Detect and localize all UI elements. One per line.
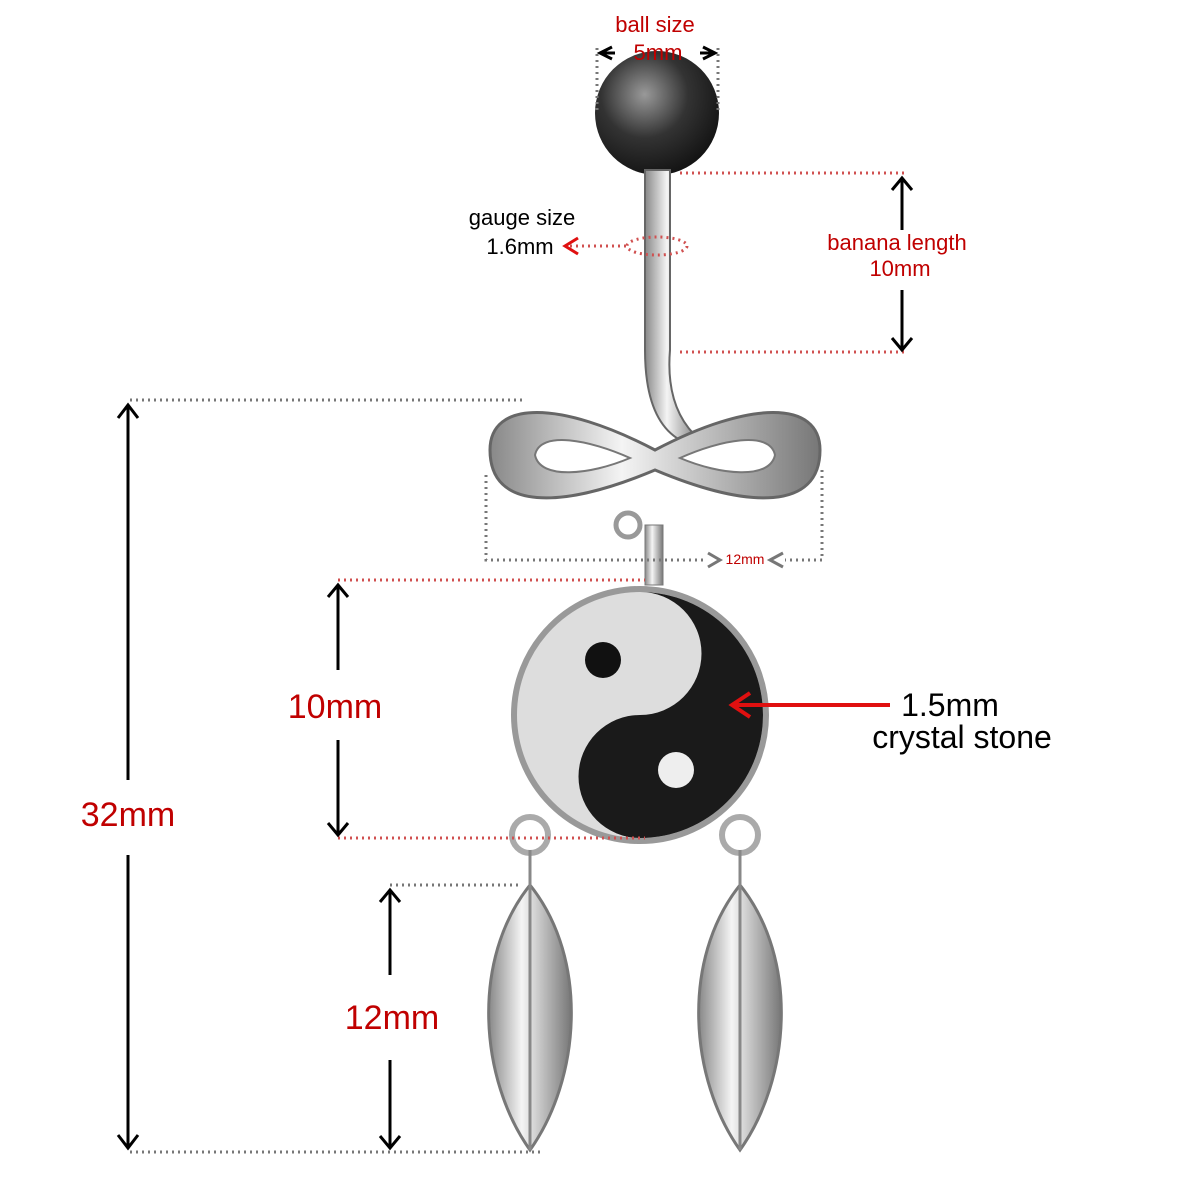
banana-length-value: 10mm: [869, 256, 930, 281]
banana-bar: [644, 169, 703, 441]
gauge-size-title: gauge size: [469, 205, 575, 230]
total-length-label: 32mm: [81, 796, 175, 834]
top-ball: [595, 51, 719, 175]
stone-size-label: 1.5mm: [901, 687, 999, 723]
feather-length-label: 12mm: [345, 999, 439, 1037]
gauge-size-value: 1.6mm: [486, 234, 553, 259]
stone-desc-label: crystal stone: [872, 719, 1052, 755]
infinity-charm: [488, 411, 822, 500]
banana-length-title: banana length: [827, 230, 966, 255]
ball-size-title: ball size: [615, 12, 694, 37]
charm-width-label: 12mm: [726, 551, 765, 567]
charm-height-label: 10mm: [288, 688, 382, 726]
ball-size-value: 5mm: [634, 40, 683, 65]
